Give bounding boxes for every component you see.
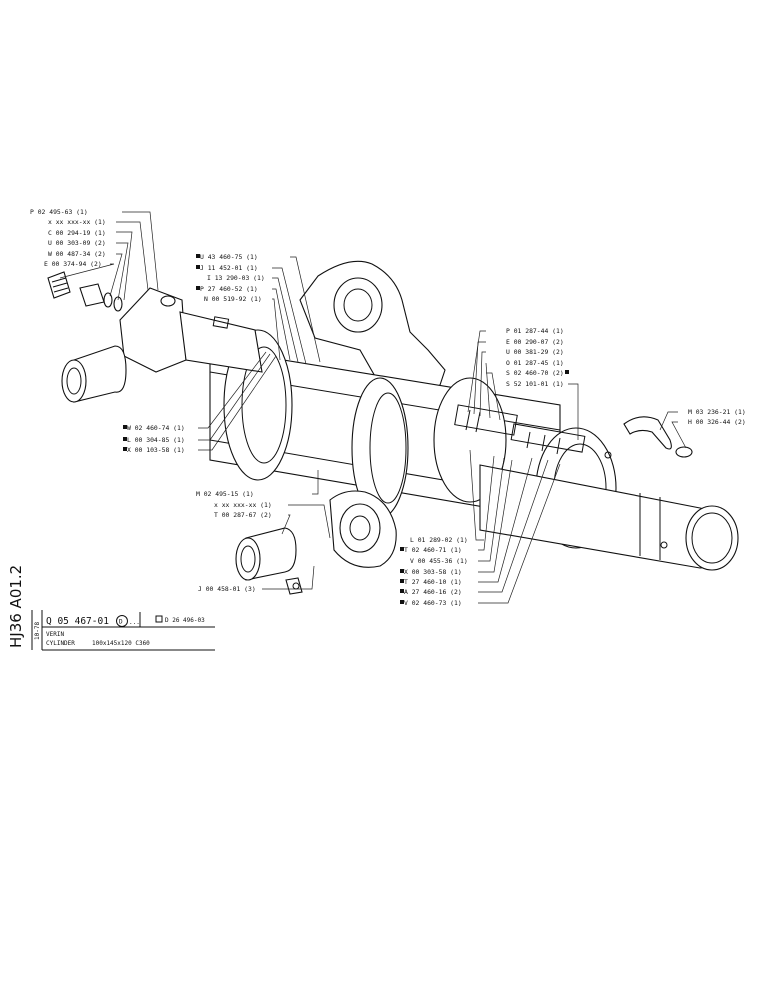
callouts-far-right: M 03 236-21 (1) H 00 326-44 (2)	[688, 408, 746, 426]
callout: H 00 326-44 (2)	[688, 418, 746, 426]
callout: W 02 460-74 (1)	[127, 424, 185, 432]
variant-code: D	[119, 619, 123, 626]
callouts-bottom: J 00 458-01 (3)	[198, 585, 256, 593]
rod-end-face	[685, 505, 739, 571]
callout: J 11 452-01 (1)	[200, 264, 258, 272]
callout: U 00 303-09 (2)	[48, 239, 106, 247]
callout: E 00 290-07 (2)	[506, 338, 564, 346]
callout: T 00 287-67 (2)	[214, 511, 272, 519]
callout: V 02 460-73 (1)	[404, 599, 462, 607]
bleed-screw-assembly	[47, 271, 123, 312]
callout: x xx xxx-xx (1)	[48, 218, 106, 226]
top-clevis-bore	[333, 277, 383, 333]
callout: X 00 103-58 (1)	[127, 446, 185, 454]
callout: P 02 495-63 (1)	[30, 208, 88, 216]
callouts-center-low: M 02 495-15 (1) x xx xxx-xx (1) T 00 287…	[196, 490, 272, 519]
callout: M 02 495-15 (1)	[196, 490, 254, 498]
cylinder-drawing	[47, 260, 739, 595]
callouts-center-top: U 43 460-75 (1) J 11 452-01 (1) I 13 290…	[200, 253, 265, 303]
callouts-left-top: P 02 495-63 (1) x xx xxx-xx (1) C 00 294…	[30, 208, 106, 268]
callouts-right-low: L 01 289-02 (1) T 02 460-71 (1) V 00 455…	[404, 536, 468, 607]
callout: L 01 289-02 (1)	[410, 536, 468, 544]
leader-lines	[59, 211, 687, 604]
callout: E 00 374-94 (2)	[44, 260, 102, 268]
callout: J 00 458-01 (3)	[198, 585, 256, 593]
part-spec: 100x145x120 C360	[92, 640, 150, 647]
callout: I 13 290-03 (1)	[207, 274, 265, 282]
port-plug	[61, 345, 127, 403]
reference-box	[155, 615, 163, 623]
bottom-clevis-bore	[339, 503, 381, 553]
part-name-fr: VERIN	[46, 631, 64, 638]
callout: U 00 381-29 (2)	[506, 348, 564, 356]
callout: X 00 303-58 (1)	[404, 568, 462, 576]
callout: S 02 460-70 (2)	[506, 369, 564, 377]
callout: N 00 519-92 (1)	[204, 295, 262, 303]
callout: M 03 236-21 (1)	[688, 408, 746, 416]
callouts-left-mid: W 02 460-74 (1) L 00 304-85 (1) X 00 103…	[127, 424, 185, 454]
callout: O 01 287-45 (1)	[506, 359, 564, 367]
reference-number: D 26 496-03	[165, 617, 205, 624]
callout: P 01 287-44 (1)	[506, 327, 564, 335]
part-name-en: CYLINDER	[46, 640, 75, 647]
sheet-date: 10-78	[34, 622, 41, 640]
callout-bullets	[123, 254, 569, 604]
callout: W 00 487-34 (2)	[48, 250, 106, 258]
top-port-tube	[119, 287, 187, 373]
split-ring	[623, 416, 693, 458]
callout: S 52 101-01 (1)	[506, 380, 564, 388]
callout: U 43 460-75 (1)	[200, 253, 258, 261]
callout: x xx xxx-xx (1)	[214, 501, 272, 509]
callout: P 27 460-52 (1)	[200, 285, 258, 293]
internal-seals	[454, 404, 586, 455]
sheet-code: HJ36 A01.2	[7, 565, 25, 648]
callout: L 00 304-85 (1)	[127, 436, 185, 444]
callout: T 02 460-71 (1)	[404, 546, 462, 554]
part-number: Q 05 467-01	[46, 616, 109, 627]
title-block: HJ36 A01.2 10-78 Q 05 467-01 D ... D 26 …	[7, 565, 215, 651]
callout: C 00 294-19 (1)	[48, 229, 106, 237]
callout: V 00 455-36 (1)	[410, 557, 468, 565]
callout: T 27 460-10 (1)	[404, 578, 462, 586]
variant-suffix: ...	[129, 619, 140, 626]
callout: A 27 460-16 (2)	[404, 588, 462, 596]
callouts-right-top: P 01 287-44 (1) E 00 290-07 (2) U 00 381…	[506, 327, 564, 388]
bottom-port-plug	[235, 527, 303, 595]
